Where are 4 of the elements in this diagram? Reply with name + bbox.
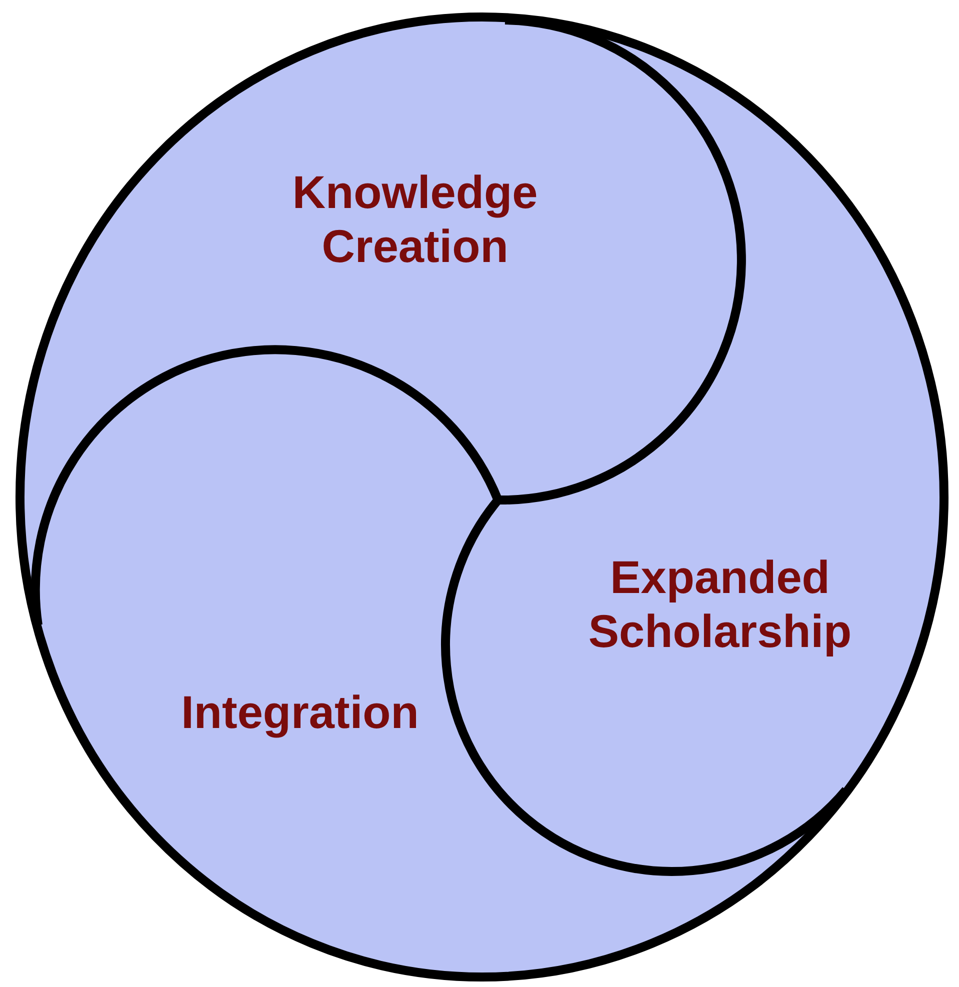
segment-label: Integration [110,685,490,739]
segment-label: Knowledge Creation [205,165,625,273]
segment-label: Expanded Scholarship [530,550,910,658]
circle-drawing [15,12,950,982]
